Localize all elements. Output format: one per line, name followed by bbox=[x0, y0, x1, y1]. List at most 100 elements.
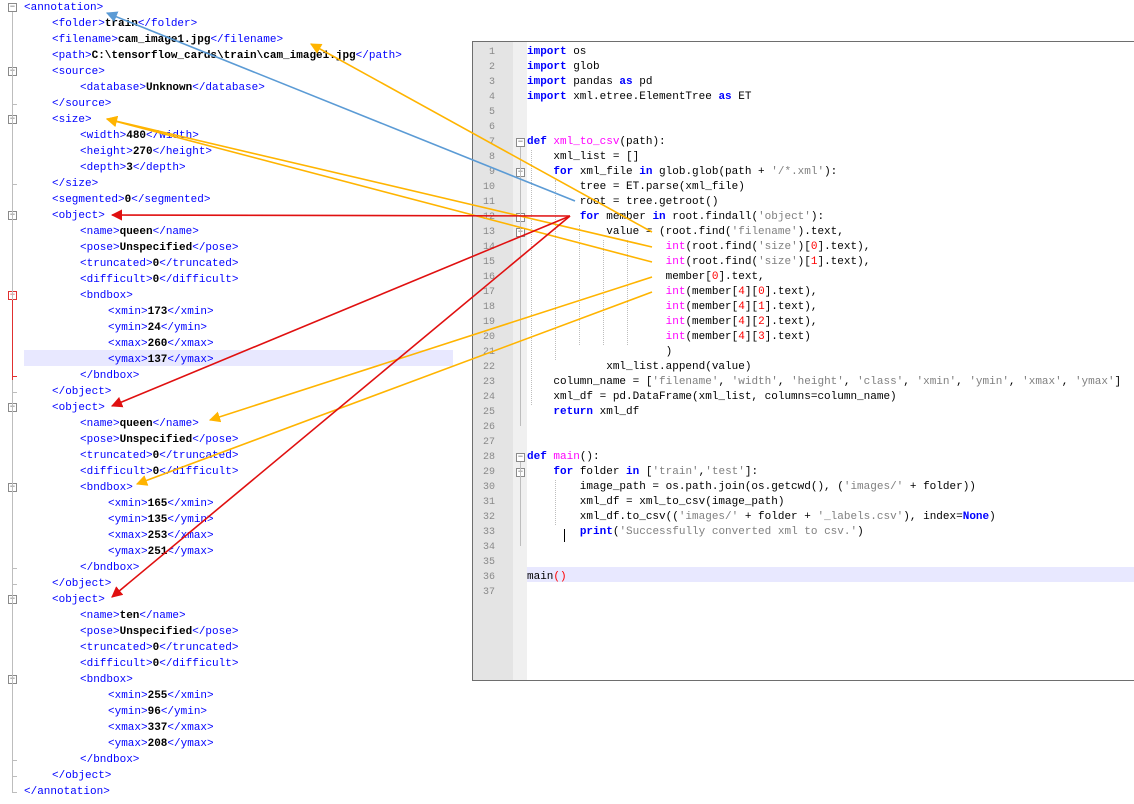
line-number: 17 bbox=[482, 287, 495, 298]
indent-guide bbox=[555, 480, 556, 525]
code-token: member bbox=[599, 211, 653, 223]
code-line: xml_list = [] bbox=[527, 150, 639, 165]
code-token: ), index= bbox=[903, 511, 963, 523]
line-number: 22 bbox=[482, 362, 495, 373]
xml-tag: <size> bbox=[52, 114, 92, 126]
code-token: 'class' bbox=[857, 376, 904, 388]
code-token: int bbox=[665, 316, 686, 328]
xml-value: C:\tensorflow_cards\train\cam_image1.jpg bbox=[91, 50, 356, 62]
xml-tag: </object> bbox=[52, 770, 112, 782]
xml-value: cam_image1.jpg bbox=[118, 34, 211, 46]
xml-editor-pane[interactable]: −−−−−−−−− <annotation><folder>train</fol… bbox=[0, 0, 470, 804]
code-token: 4 bbox=[738, 316, 745, 328]
code-token: ][ bbox=[744, 331, 759, 343]
xml-tag: </xmin> bbox=[167, 306, 214, 318]
xml-line: </annotation> bbox=[24, 784, 110, 800]
code-token: 'object' bbox=[758, 211, 811, 223]
line-number: 7 bbox=[488, 137, 495, 148]
xml-value: Unspecified bbox=[119, 434, 193, 446]
xml-tag: </bndbox> bbox=[80, 754, 140, 766]
xml-value: 96 bbox=[147, 706, 161, 718]
code-token: tree = ET.parse(xml_file) bbox=[527, 181, 745, 193]
xml-tag: </name> bbox=[152, 226, 199, 238]
fold-toggle-icon[interactable]: − bbox=[516, 137, 525, 147]
xml-value: 270 bbox=[132, 146, 153, 158]
xml-value: 0 bbox=[152, 642, 160, 654]
xml-line: <difficult>0</difficult> bbox=[80, 464, 238, 480]
xml-line: </object> bbox=[52, 384, 111, 400]
xml-line: <xmax>253</xmax> bbox=[108, 528, 214, 544]
fold-toggle-icon[interactable]: − bbox=[8, 2, 17, 12]
code-token: , bbox=[956, 376, 970, 388]
current-line-highlight bbox=[24, 350, 453, 366]
line-number: 5 bbox=[488, 107, 495, 118]
code-token bbox=[527, 406, 553, 418]
line-number: 19 bbox=[482, 317, 495, 328]
xml-tag: <segmented> bbox=[52, 194, 125, 206]
xml-tag: <ymax> bbox=[108, 546, 148, 558]
code-token: 1 bbox=[758, 301, 765, 313]
xml-line: <depth>3</depth> bbox=[80, 160, 186, 176]
code-token: in bbox=[652, 211, 666, 223]
code-line: tree = ET.parse(xml_file) bbox=[527, 180, 745, 195]
code-token: 0 bbox=[810, 241, 818, 253]
code-token: 'filename' bbox=[652, 376, 719, 388]
xml-tag: <object> bbox=[52, 402, 105, 414]
xml-value: ten bbox=[119, 610, 140, 622]
code-token: for bbox=[553, 166, 574, 178]
xml-line: </object> bbox=[52, 576, 111, 592]
code-token: int bbox=[665, 301, 686, 313]
xml-fold-gutter[interactable]: −−−−−−−−− bbox=[0, 0, 22, 804]
code-token: main bbox=[553, 451, 580, 463]
code-line: member[0].text, bbox=[527, 270, 765, 285]
code-token: xml.etree.ElementTree bbox=[566, 91, 719, 103]
xml-tag: </bndbox> bbox=[80, 562, 140, 574]
code-token: int bbox=[665, 256, 686, 268]
code-token bbox=[527, 331, 666, 343]
xml-value: 165 bbox=[147, 498, 168, 510]
line-number: 25 bbox=[482, 407, 495, 418]
fold-guide-line-active bbox=[12, 300, 13, 380]
code-token: 'height' bbox=[791, 376, 844, 388]
fold-toggle-icon[interactable]: − bbox=[516, 452, 525, 462]
code-token: def bbox=[527, 136, 547, 148]
xml-tag: <xmax> bbox=[108, 530, 148, 542]
code-token: )[ bbox=[797, 256, 811, 268]
xml-tag: <pose> bbox=[80, 242, 120, 254]
xml-line: <truncated>0</truncated> bbox=[80, 640, 238, 656]
xml-value: 3 bbox=[126, 162, 133, 174]
code-token: 'ymin' bbox=[969, 376, 1009, 388]
xml-tag: </object> bbox=[52, 386, 112, 398]
xml-tag: </annotation> bbox=[24, 786, 110, 798]
xml-tag: </ymin> bbox=[160, 322, 208, 334]
xml-value: 255 bbox=[147, 690, 168, 702]
code-token: xml_list = [] bbox=[527, 151, 640, 163]
code-line: for xml_file in glob.glob(path + '/*.xml… bbox=[527, 165, 837, 180]
xml-tag: <filename> bbox=[52, 34, 119, 46]
xml-line: <xmin>255</xmin> bbox=[108, 688, 214, 704]
fold-guide-line bbox=[520, 147, 521, 426]
line-number: 4 bbox=[488, 92, 495, 103]
line-number: 13 bbox=[482, 227, 495, 238]
code-token: pd bbox=[632, 76, 653, 88]
xml-value: 253 bbox=[147, 530, 168, 542]
code-token bbox=[527, 241, 666, 253]
code-token: , bbox=[903, 376, 917, 388]
code-token: + folder)) bbox=[903, 481, 976, 493]
xml-tag: </path> bbox=[355, 50, 402, 62]
xml-tag: <source> bbox=[52, 66, 105, 78]
code-token bbox=[527, 256, 666, 268]
code-token: [ bbox=[639, 466, 653, 478]
code-token: 'size' bbox=[758, 256, 798, 268]
line-number: 24 bbox=[482, 392, 495, 403]
code-token: int bbox=[665, 241, 686, 253]
xml-tag: </height> bbox=[152, 146, 213, 158]
code-line: int(member[4][1].text), bbox=[527, 300, 818, 315]
xml-tag: </segmented> bbox=[131, 194, 211, 206]
code-token: int bbox=[665, 286, 686, 298]
xml-tag: <xmax> bbox=[108, 722, 148, 734]
xml-value: 251 bbox=[147, 546, 168, 558]
xml-tag: </source> bbox=[52, 98, 112, 110]
